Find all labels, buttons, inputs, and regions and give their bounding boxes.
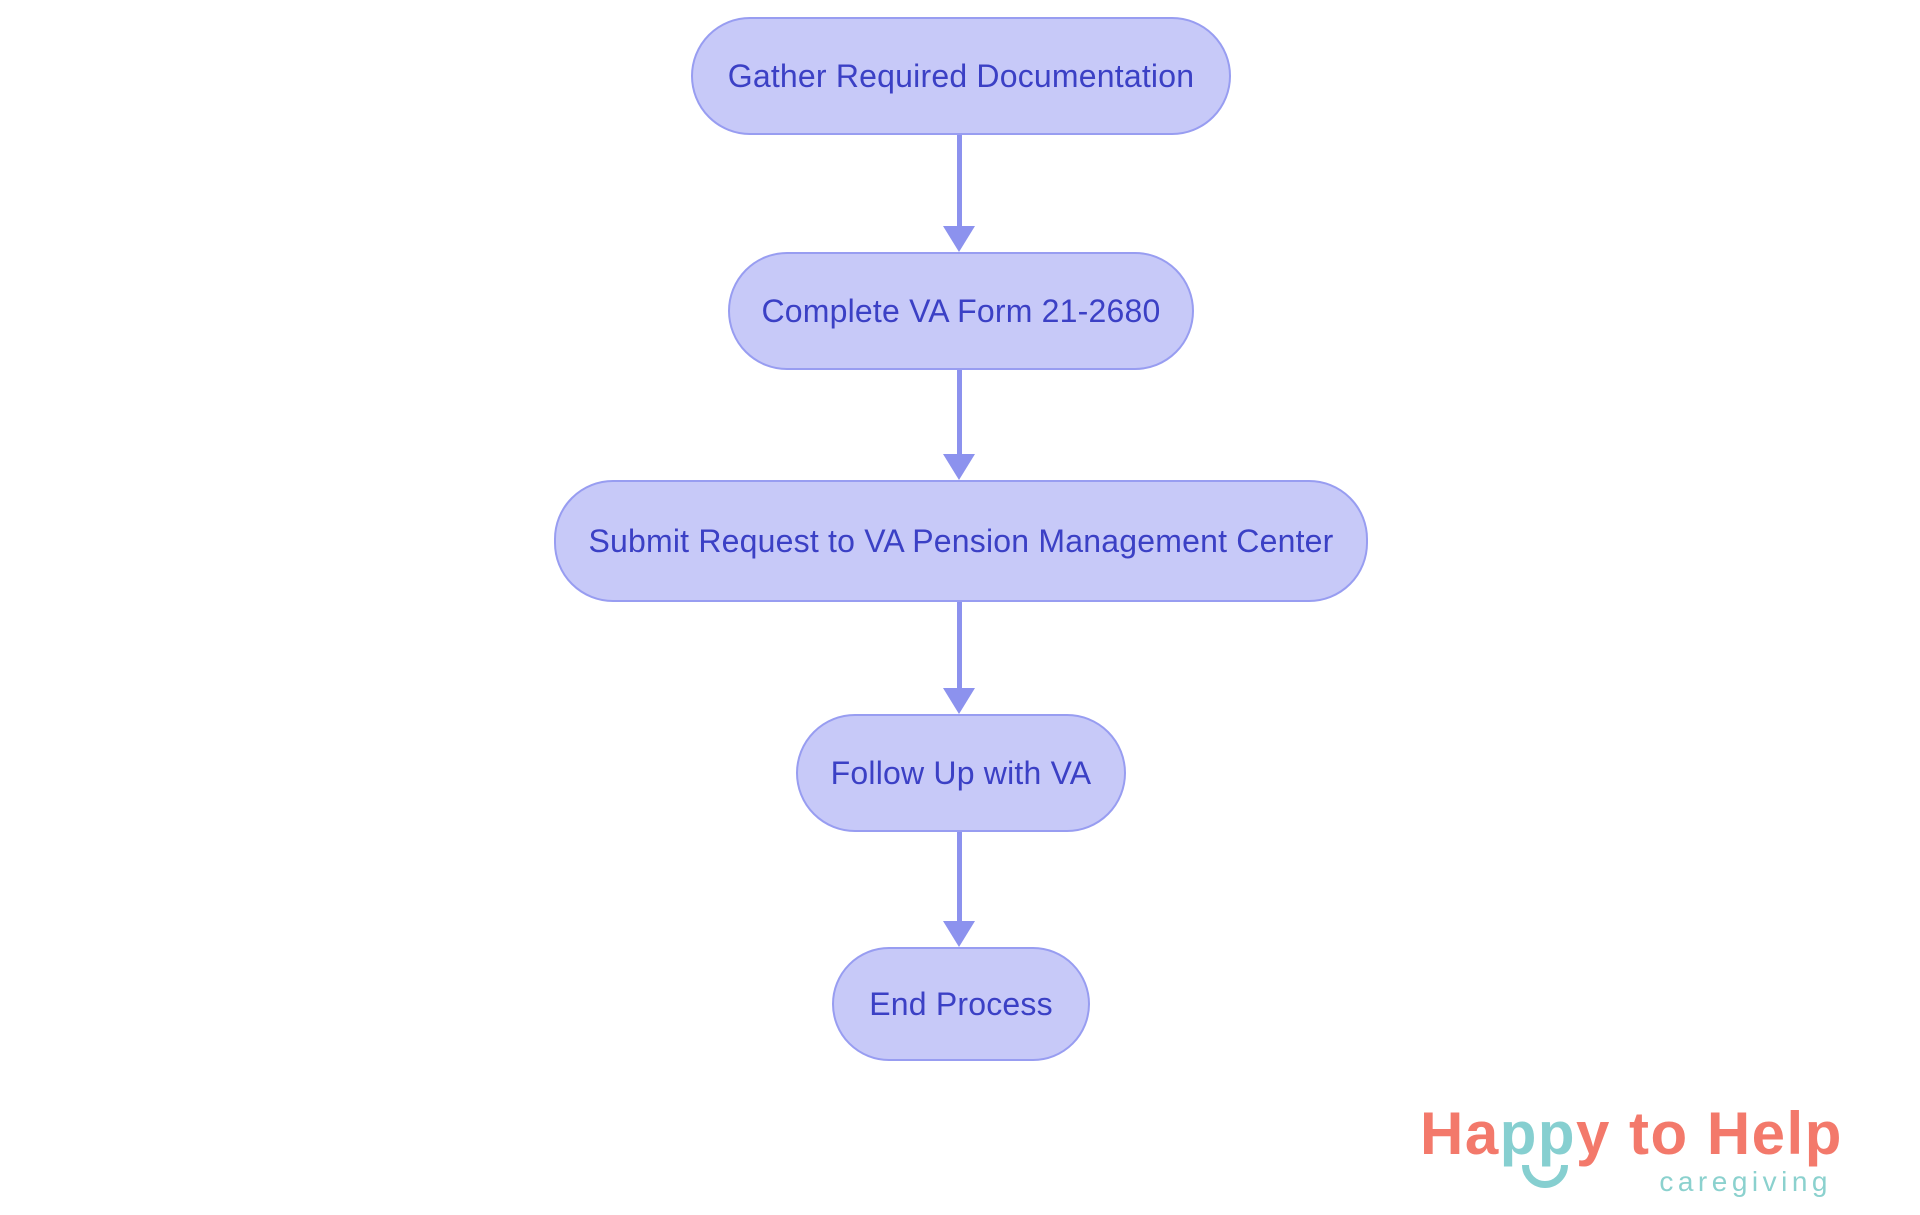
flow-node-label: Gather Required Documentation: [727, 57, 1195, 94]
flow-node-label: Complete VA Form 21-2680: [761, 292, 1161, 329]
logo-brand-text: Happy to Help: [1420, 1104, 1870, 1164]
logo-brand-segment: Ha: [1420, 1100, 1500, 1167]
arrow-shaft: [956, 602, 962, 690]
arrow-shaft: [956, 135, 962, 228]
flow-arrow-submit-to-followup: [943, 602, 975, 714]
flow-node-gather-docs: Gather Required Documentation: [691, 17, 1231, 135]
flow-node-complete-form: Complete VA Form 21-2680: [728, 252, 1194, 370]
flow-node-follow-up: Follow Up with VA: [796, 714, 1126, 832]
flow-arrow-followup-to-end: [943, 832, 975, 947]
flow-node-label: End Process: [869, 985, 1053, 1022]
arrow-head-icon: [943, 454, 975, 480]
arrow-shaft: [956, 370, 962, 456]
flow-node-label: Submit Request to VA Pension Management …: [588, 522, 1334, 559]
logo-tagline: caregiving: [1659, 1166, 1832, 1197]
logo-brand-segment: pp: [1499, 1100, 1577, 1167]
flow-arrow-complete-to-submit: [943, 370, 975, 480]
happy-to-help-logo: Happy to Help caregiving: [1420, 1104, 1870, 1210]
logo-brand-segment: y to Help: [1576, 1100, 1843, 1167]
arrow-head-icon: [943, 226, 975, 252]
arrow-head-icon: [943, 688, 975, 714]
flow-node-end-process: End Process: [832, 947, 1090, 1061]
arrow-shaft: [956, 832, 962, 923]
flow-arrow-gather-to-complete: [943, 135, 975, 252]
flow-node-submit-request: Submit Request to VA Pension Management …: [554, 480, 1368, 602]
arrow-head-icon: [943, 921, 975, 947]
smile-icon: [1522, 1164, 1568, 1188]
flow-node-label: Follow Up with VA: [830, 754, 1092, 791]
